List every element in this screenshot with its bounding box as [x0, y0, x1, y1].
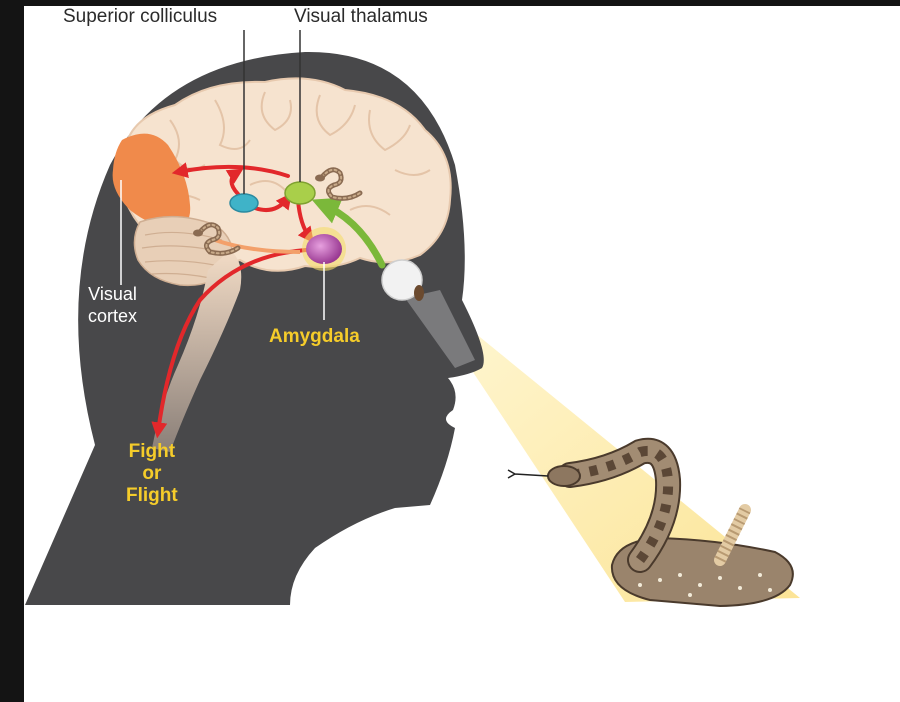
visual-cortex-label-line2: cortex: [88, 305, 137, 327]
fight-word: Fight: [126, 441, 178, 463]
eye-iris: [414, 285, 424, 301]
amygdala-label: Amygdala: [269, 326, 360, 348]
visual-cortex-label-line1: Visual: [88, 283, 137, 305]
superior-colliculus: [230, 194, 258, 212]
rattlesnake: [508, 451, 793, 606]
or-word: or: [126, 463, 178, 485]
flight-word: Flight: [126, 485, 178, 507]
fight-or-flight-label: Fight or Flight: [126, 441, 178, 507]
visual-cortex-label: Visual cortex: [88, 283, 137, 327]
amygdala: [306, 234, 342, 264]
visual-thalamus: [285, 182, 315, 204]
visual-thalamus-label: Visual thalamus: [294, 6, 428, 28]
superior-colliculus-label: Superior colliculus: [63, 6, 217, 28]
